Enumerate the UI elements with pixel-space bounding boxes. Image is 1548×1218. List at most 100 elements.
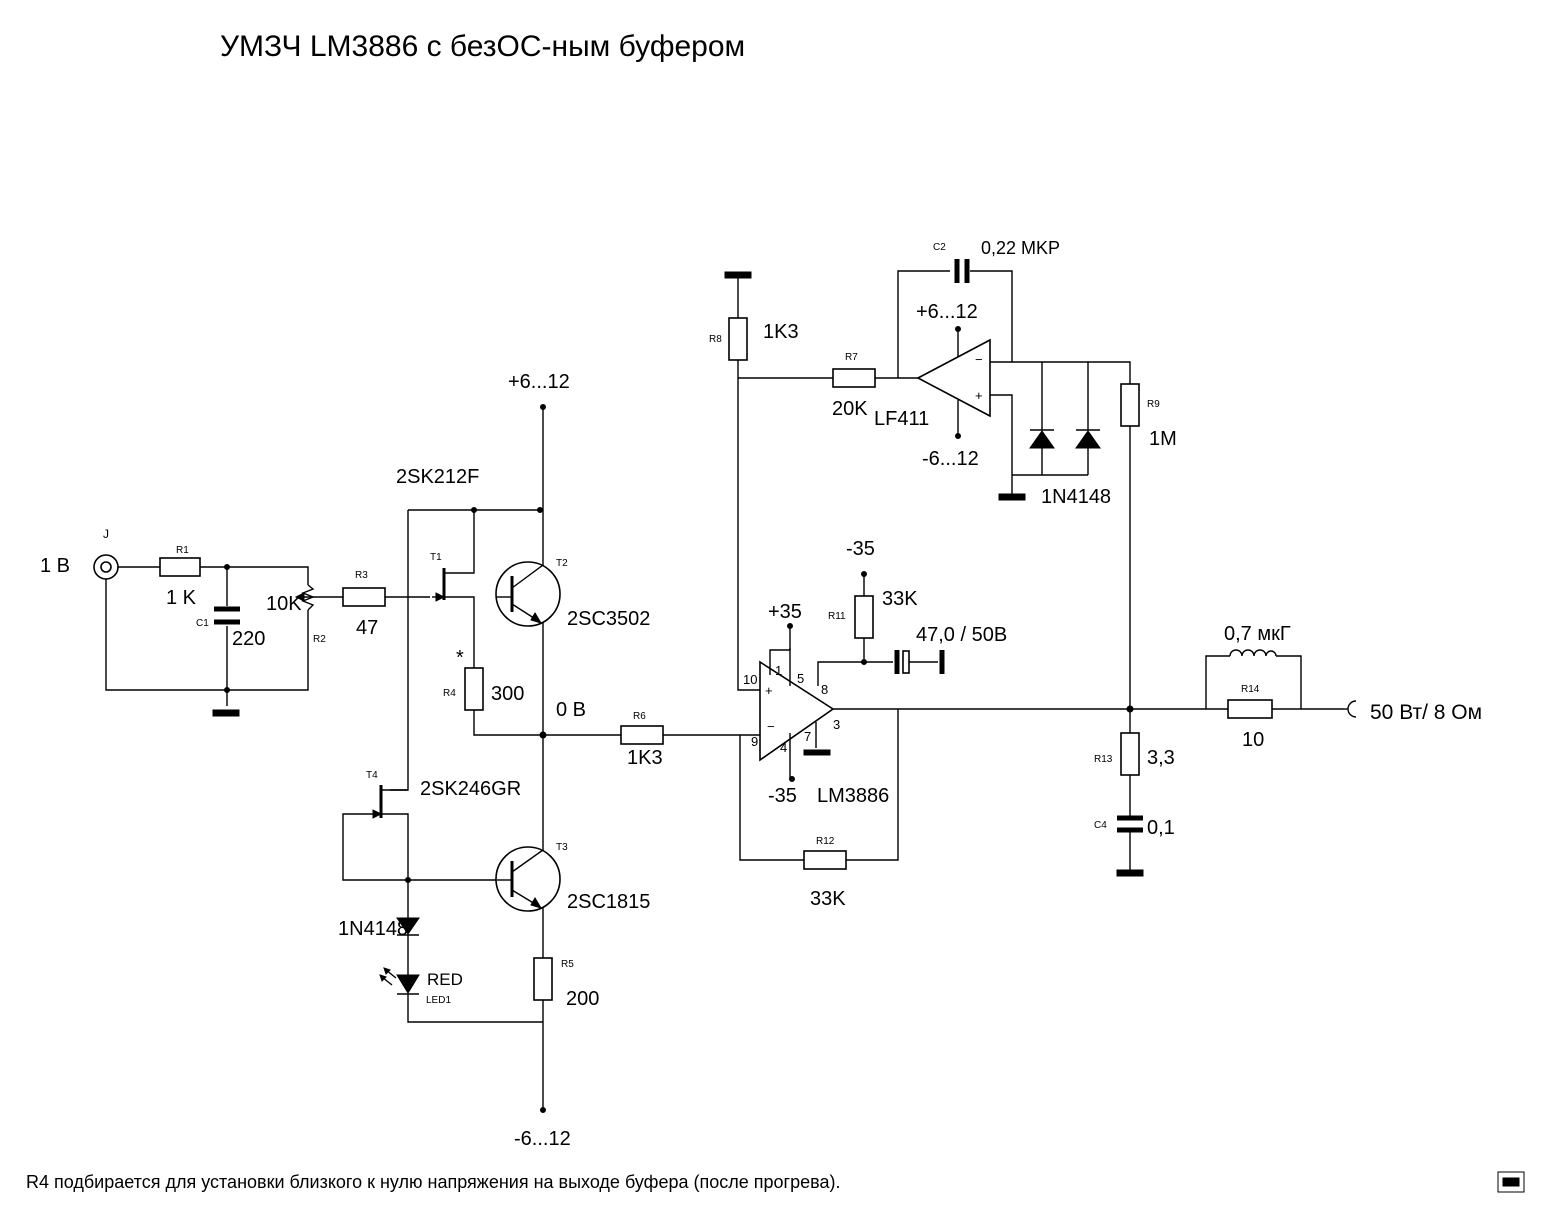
ground-symbol-r8: [724, 271, 752, 279]
r3-ref: R3: [355, 570, 368, 581]
r9-value: 1M: [1149, 428, 1177, 450]
r4-select-mark: *: [456, 647, 464, 669]
resistor-r12: R12 33K: [803, 836, 847, 910]
lm3886-value: LM3886: [817, 785, 889, 807]
opamp-lf411: − + +6...12 -6...12 LF411: [874, 301, 991, 470]
ground-symbol: [212, 709, 240, 717]
potentiometer-r2: R2 10K: [266, 584, 326, 645]
capacitor-c4: C4 0,1: [1094, 815, 1175, 839]
amp-pin-1: 1: [775, 663, 782, 678]
lf411-pos-rail: +6...12: [916, 301, 978, 323]
amp-plus: +: [765, 683, 773, 698]
r11-ref: R11: [828, 611, 846, 622]
r2-ref: R2: [313, 634, 326, 645]
c2-value: 0,22 MKP: [981, 238, 1060, 258]
c2-ref: C2: [933, 242, 946, 253]
amp-pin-4: 4: [780, 740, 787, 755]
buffer-out-label: 0 В: [556, 699, 586, 721]
diodes-1n4148-servo: 1N4148: [1012, 362, 1111, 508]
amp-lm3886: 10 1 5 8 3 9 4 7 + − LM3886: [743, 660, 889, 807]
r5-ref: R5: [561, 959, 574, 970]
input-level-label: 1 В: [40, 555, 70, 577]
c-mute-value: 47,0 / 50B: [916, 624, 1007, 646]
resistor-r11: R11 33K: [828, 588, 918, 639]
lf411-neg-rail: -6...12: [922, 448, 979, 470]
r4-ref: R4: [443, 688, 456, 699]
r2-value: 10K: [266, 593, 302, 615]
t1-ref: T1: [430, 552, 442, 563]
t4-value: 2SK246GR: [420, 778, 521, 800]
lf411-plus: +: [975, 388, 983, 403]
diode-1n4148-buffer: 1N4148: [338, 880, 420, 940]
resistor-r6: R6 1K3: [620, 711, 664, 769]
ground-symbol-output: [1116, 869, 1144, 877]
r14-ref: R14: [1241, 684, 1260, 695]
resistor-r3: R3 47: [342, 570, 386, 639]
led-red: RED LED1: [379, 935, 543, 1023]
r1-value: 1 K: [166, 587, 197, 609]
t3-ref: T3: [556, 842, 568, 853]
output-section: 0,7 мкГ R14 10 50 Вт/ 8 Ом R13 3,3 C4 0,…: [833, 623, 1482, 877]
r8-ref: R8: [709, 334, 722, 345]
amp-pin-9: 9: [751, 734, 758, 749]
amp-section: 10 1 5 8 3 9 4 7 + − LM3886 +35 -35 -35 …: [739, 538, 1007, 910]
ground-symbol-servo: [998, 493, 1026, 501]
resistor-r14: R14 10: [1227, 684, 1273, 751]
amp-pin-8: 8: [821, 682, 828, 697]
servo-section: R8 1K3 R7 20K − + +6...12 -6...12 LF411 …: [709, 238, 1177, 709]
output-terminal-icon: [1344, 700, 1357, 718]
c4-value: 0,1: [1147, 817, 1175, 839]
mute-neg-rail: -35: [846, 538, 875, 560]
input-section: 1 В J R1 1 K C1 220 R2 10K: [40, 527, 430, 717]
footnote: R4 подбирается для установки близкого к …: [26, 1172, 841, 1192]
r7-value: 20K: [832, 398, 868, 420]
r6-ref: R6: [633, 711, 646, 722]
buffer-section: +6...12 -6...12 T1 2SK212F T2: [338, 371, 740, 1150]
l1-value: 0,7 мкГ: [1224, 623, 1291, 645]
resistor-r1: R1 1 K: [159, 545, 201, 609]
amp-pos-rail: +35: [768, 601, 802, 623]
lf411-value: LF411: [874, 408, 929, 430]
r5-value: 200: [566, 988, 599, 1010]
resistor-r9: R9 1M: [1120, 383, 1177, 709]
amp-pin-10: 10: [743, 672, 757, 687]
buffer-pos-rail: +6...12: [508, 371, 570, 393]
amp-minus: −: [767, 719, 775, 734]
r3-value: 47: [356, 617, 378, 639]
r13-ref: R13: [1094, 754, 1113, 765]
t4-ref: T4: [366, 770, 378, 781]
output-label: 50 Вт/ 8 Ом: [1370, 701, 1482, 724]
amp-pin-7: 7: [804, 729, 811, 744]
amp-pin-5: 5: [797, 671, 804, 686]
r13-value: 3,3: [1147, 747, 1175, 769]
amp-neg-rail: -35: [768, 785, 797, 807]
page-title: УМЗЧ LM3886 с безОС-ным буфером: [220, 30, 745, 63]
t1-value: 2SK212F: [396, 466, 479, 488]
capacitor-mute: 47,0 / 50B: [894, 624, 1007, 674]
c1-value: 220: [232, 628, 265, 650]
r8-value: 1K3: [763, 321, 799, 343]
r7-ref: R7: [845, 352, 858, 363]
r4-value: 300: [491, 683, 524, 705]
resistor-r8: R8 1K3: [709, 317, 799, 361]
corner-mark-icon: [1497, 1171, 1525, 1193]
r9-ref: R9: [1147, 399, 1160, 410]
r1-ref: R1: [176, 545, 189, 556]
t2-ref: T2: [556, 558, 568, 569]
capacitor-c2: C2 0,22 MKP: [933, 238, 1060, 283]
buffer-neg-rail: -6...12: [514, 1128, 571, 1150]
r11-value: 33K: [882, 588, 918, 610]
r12-ref: R12: [816, 836, 835, 847]
d-servo-value: 1N4148: [1041, 486, 1111, 508]
amp-pin-3: 3: [833, 717, 840, 732]
inductor-l1: 0,7 мкГ: [1205, 623, 1302, 709]
resistor-r5: R5 200: [533, 957, 599, 1110]
capacitor-c1: C1 220: [196, 606, 265, 650]
c4-ref: C4: [1094, 820, 1107, 831]
led-ref: LED1: [426, 995, 451, 1006]
t2-value: 2SC3502: [567, 608, 650, 630]
r12-value: 33K: [810, 888, 846, 910]
ground-symbol-amp: [803, 749, 831, 756]
bjt-t3: T3 2SC1815: [495, 735, 650, 958]
resistor-r4: R4 300 *: [443, 647, 543, 736]
